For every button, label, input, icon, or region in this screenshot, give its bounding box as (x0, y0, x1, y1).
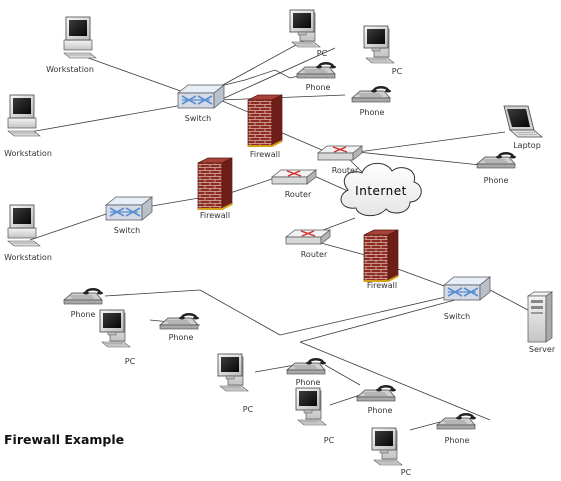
pc-label: PC (317, 49, 328, 58)
router-icon (317, 145, 363, 161)
pc-icon (217, 353, 249, 392)
phone-icon (350, 86, 393, 104)
pc-label: PC (392, 67, 403, 76)
phone-icon (158, 313, 201, 331)
workstation-icon (63, 16, 97, 59)
router-label: Router (301, 250, 328, 259)
firewall-label: Firewall (200, 211, 230, 220)
phone-label: Phone (296, 378, 321, 387)
firewall-label: Firewall (250, 150, 280, 159)
pc-label: PC (125, 357, 136, 366)
diagram-title: Firewall Example (4, 432, 124, 447)
firewall-icon (363, 229, 399, 282)
router-label: Router (332, 166, 359, 175)
router-label: Router (285, 190, 312, 199)
phone-icon (435, 413, 478, 431)
server-label: Server (529, 345, 556, 354)
pc-icon (371, 427, 403, 466)
phone-label: Phone (71, 310, 96, 319)
laptop-icon (503, 105, 543, 138)
firewall-icon (247, 94, 283, 147)
pc-icon (363, 25, 395, 64)
phone-icon (62, 288, 105, 306)
laptop-label: Laptop (513, 141, 541, 150)
phone-label: Phone (360, 108, 385, 117)
phone-icon (475, 152, 518, 170)
router-icon (285, 229, 331, 245)
phone-label: Phone (306, 83, 331, 92)
switch-icon (105, 196, 153, 221)
workstation-icon (7, 204, 41, 247)
workstation-label: Workstation (4, 253, 52, 262)
internet-label: Internet (355, 184, 407, 198)
workstation-icon (7, 94, 41, 137)
router-icon (271, 169, 317, 185)
phone-label: Phone (169, 333, 194, 342)
phone-icon (295, 62, 338, 80)
switch-label: Switch (444, 312, 470, 321)
workstation-label: Workstation (46, 65, 94, 74)
workstation-label: Workstation (4, 149, 52, 158)
switch-label: Switch (114, 226, 140, 235)
phone-label: Phone (368, 406, 393, 415)
pc-icon (289, 9, 321, 48)
server-icon (527, 291, 553, 343)
pc-label: PC (243, 405, 254, 414)
firewall-label: Firewall (367, 281, 397, 290)
switch-label: Switch (185, 114, 211, 123)
switch-icon (177, 84, 225, 109)
internet-cloud: Internet (340, 162, 422, 217)
pc-icon (295, 387, 327, 426)
pc-icon (99, 309, 131, 348)
phone-icon (355, 385, 398, 403)
pc-label: PC (401, 468, 412, 477)
switch-icon (443, 276, 491, 301)
phone-icon (285, 358, 328, 376)
phone-label: Phone (484, 176, 509, 185)
pc-label: PC (324, 436, 335, 445)
firewall-icon (197, 157, 233, 210)
phone-label: Phone (445, 436, 470, 445)
